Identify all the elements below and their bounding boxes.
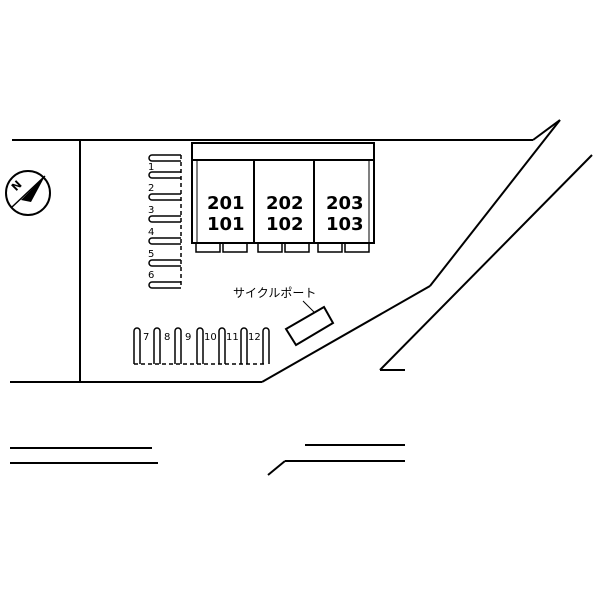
unit-step: [317, 242, 343, 253]
compass-north-label: N: [9, 178, 25, 194]
compass-circle: [5, 170, 51, 216]
parking-divider: [148, 237, 181, 245]
unit-label-102: 102: [266, 214, 304, 235]
parking-slot-label: 7: [143, 332, 149, 343]
parking-divider: [148, 171, 181, 179]
unit-label-103: 103: [326, 214, 364, 235]
parking-divider: [262, 327, 270, 364]
parking-divider: [196, 327, 204, 364]
parking-divider: [174, 327, 182, 364]
unit-step: [257, 242, 283, 253]
road-diagonal-right: [379, 154, 593, 371]
cycle-port: サイクルポート: [233, 286, 335, 347]
apartment-building: 201 101 202 102 203 103: [191, 142, 375, 253]
parking-left: [148, 154, 182, 289]
parking-divider: [148, 154, 181, 162]
unit-label-101: 101: [207, 214, 245, 235]
parking-divider: [148, 281, 181, 289]
building-outline: [191, 142, 375, 244]
unit-step: [344, 242, 370, 253]
parking-divider: [153, 327, 161, 364]
parking-divider: [240, 327, 248, 364]
site-boundary: [10, 119, 593, 383]
parking-slot-label: 4: [148, 227, 154, 238]
parking-slot-label: 9: [185, 332, 191, 343]
parking-bottom-labels: 7 8 9 10 11 12: [143, 332, 261, 343]
unit-step: [284, 242, 310, 253]
parking-slot-label: 10: [204, 332, 217, 343]
compass: N: [5, 170, 51, 216]
parking-slot-label: 1: [148, 162, 154, 173]
unit-label-203: 203: [326, 193, 364, 214]
street-corner-curve: [267, 460, 286, 476]
parking-divider: [148, 193, 181, 201]
parking-slot-label: 2: [148, 183, 154, 194]
road-diagonal-left: [532, 119, 561, 141]
unit-step: [195, 242, 221, 253]
parking-slot-label: 8: [164, 332, 170, 343]
unit-label-201: 201: [207, 193, 245, 214]
unit-step: [222, 242, 248, 253]
parking-divider: [148, 259, 181, 267]
parking-left-labels: 1 2 3 4 5 6: [148, 162, 154, 281]
compass-arrow-shaft: [11, 175, 46, 208]
unit-label-202: 202: [266, 193, 304, 214]
cycle-port-label: サイクルポート: [233, 286, 316, 300]
parking-bottom: [133, 327, 270, 365]
parking-slot-label: 6: [148, 270, 154, 281]
parking-slot-label: 3: [148, 205, 154, 216]
parking-divider: [148, 215, 181, 223]
parking-divider: [218, 327, 226, 364]
parking-divider: [133, 327, 141, 364]
boundary-diagonal-line: [261, 285, 431, 383]
street: [10, 444, 405, 476]
parking-slot-label: 12: [248, 332, 261, 343]
parking-slot-label: 5: [148, 249, 154, 260]
cycle-port-structure: [284, 305, 335, 347]
parking-slot-label: 11: [226, 332, 239, 343]
road-diagonal-left-lower: [429, 119, 561, 287]
